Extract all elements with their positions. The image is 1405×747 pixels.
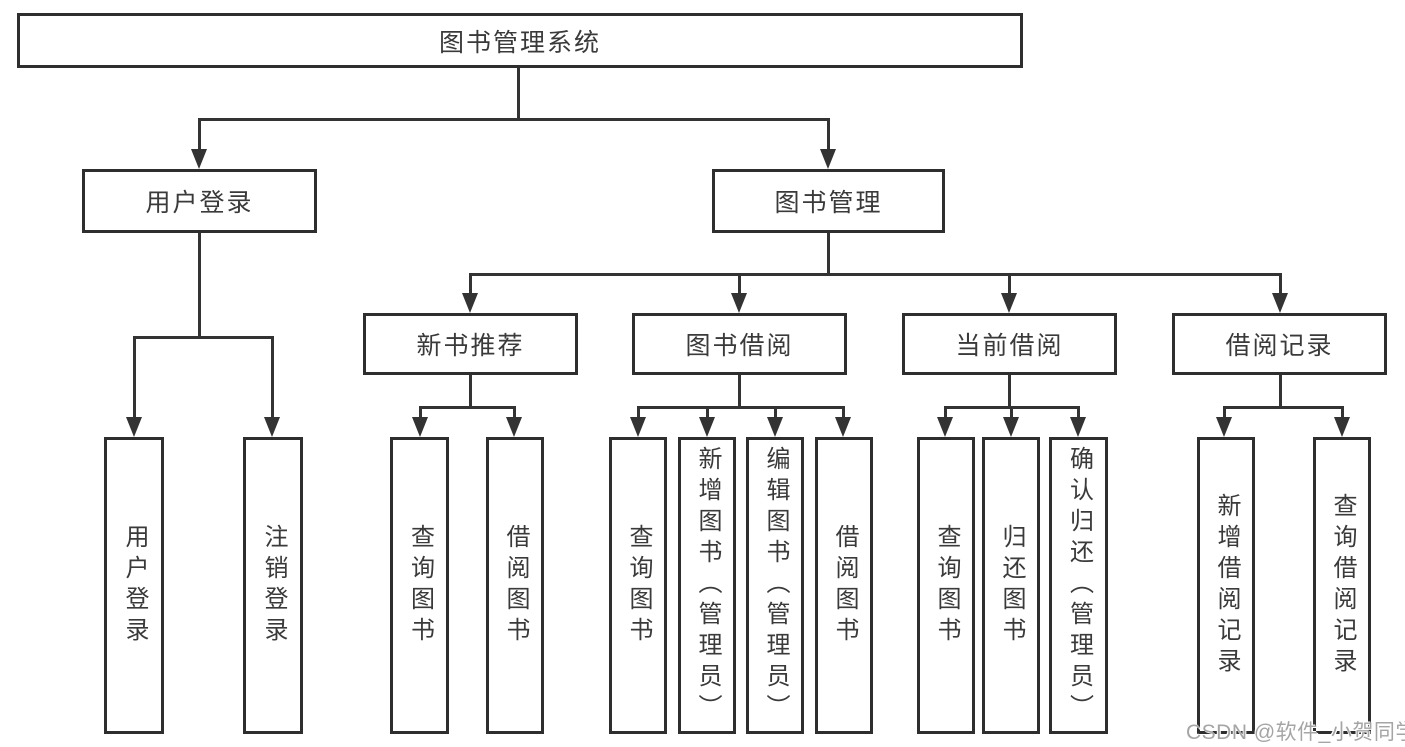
connector-mgmt-stem [827, 233, 830, 273]
leaf-query-books-1-label: 查询图书 [406, 523, 434, 648]
connector-current-stem [1008, 375, 1011, 406]
connector-login-stem [198, 233, 201, 336]
arrow-to-leaf-return-book [1003, 417, 1019, 437]
connector-borrow-branch-4 [842, 406, 845, 418]
arrow-to-book-management [820, 149, 836, 169]
connector-borrow-split [637, 406, 845, 409]
leaf-edit-book-admin-label: 编辑图书（管理员） [762, 446, 789, 725]
connector-root-stem [517, 68, 520, 118]
node-borrow-records: 借阅记录 [1172, 313, 1387, 375]
leaf-logout-label: 注销登录 [260, 523, 287, 648]
leaf-edit-book-admin: 编辑图书（管理员） [746, 437, 804, 734]
connector-records-branch-2 [1341, 406, 1344, 418]
node-current-borrow: 当前借阅 [902, 313, 1117, 375]
leaf-user-login-label: 用户登录 [121, 523, 148, 648]
leaf-add-borrow-record-label: 新增借阅记录 [1213, 492, 1240, 679]
arrow-to-leaf-logout [264, 417, 280, 437]
node-new-book-recommend-label: 新书推荐 [416, 332, 525, 360]
connector-borrow-branch-3 [774, 406, 777, 418]
node-book-borrow: 图书借阅 [632, 313, 847, 375]
connector-mgmt-split [469, 273, 1281, 276]
connector-newbook-branch-2 [513, 406, 516, 418]
node-book-borrow-label: 图书借阅 [685, 332, 794, 360]
connector-root-branch-left [198, 118, 201, 150]
leaf-return-book: 归还图书 [982, 437, 1040, 734]
arrow-to-leaf-confirm-return [1070, 417, 1086, 437]
connector-mgmt-branch-3 [1008, 273, 1011, 294]
leaf-query-books-3: 查询图书 [917, 437, 975, 734]
arrow-to-leaf-add-book [699, 417, 715, 437]
connector-newbook-branch-1 [419, 406, 422, 418]
connector-records-split [1223, 406, 1344, 409]
arrow-to-leaf-edit-book [767, 417, 783, 437]
leaf-borrow-books-2-label: 借阅图书 [831, 523, 858, 648]
connector-borrow-branch-1 [637, 406, 640, 418]
node-root-label: 图书管理系统 [438, 28, 601, 57]
leaf-query-books-1: 查询图书 [390, 437, 449, 734]
arrow-to-current-borrow [1001, 293, 1017, 313]
leaf-query-books-2: 查询图书 [609, 437, 667, 734]
leaf-query-books-2-label: 查询图书 [625, 523, 652, 648]
node-user-login-label: 用户登录 [145, 189, 254, 217]
arrow-to-user-login [191, 149, 207, 169]
leaf-logout: 注销登录 [243, 437, 303, 734]
arrow-to-leaf-borrow-books-2 [835, 417, 851, 437]
arrow-to-leaf-query-books-3 [937, 417, 953, 437]
leaf-add-borrow-record: 新增借阅记录 [1197, 437, 1255, 734]
node-borrow-records-label: 借阅记录 [1225, 332, 1334, 360]
connector-login-branch-1 [133, 336, 136, 418]
node-current-borrow-label: 当前借阅 [955, 332, 1064, 360]
leaf-confirm-return-admin-label: 确认归还（管理员） [1065, 446, 1093, 725]
connector-root-branch-right [827, 118, 830, 150]
node-book-management: 图书管理 [712, 169, 945, 233]
leaf-borrow-books-2: 借阅图书 [815, 437, 873, 734]
arrow-to-leaf-add-record [1216, 417, 1232, 437]
leaf-query-borrow-record: 查询借阅记录 [1313, 437, 1371, 734]
node-book-management-label: 图书管理 [774, 189, 883, 217]
connector-mgmt-branch-1 [469, 273, 472, 294]
connector-root-split [198, 118, 829, 121]
arrow-to-leaf-borrow-books-1 [506, 417, 522, 437]
leaf-return-book-label: 归还图书 [998, 523, 1025, 648]
connector-current-branch-1 [944, 406, 947, 418]
connector-borrow-branch-2 [706, 406, 709, 418]
leaf-user-login: 用户登录 [104, 437, 164, 734]
node-user-login: 用户登录 [82, 169, 317, 233]
leaf-query-books-3-label: 查询图书 [933, 523, 960, 648]
leaf-confirm-return-admin: 确认归还（管理员） [1049, 437, 1108, 734]
leaf-add-book-admin-label: 新增图书（管理员） [694, 446, 721, 725]
leaf-borrow-books-1: 借阅图书 [486, 437, 544, 734]
arrow-to-leaf-query-books-1 [412, 417, 428, 437]
arrow-to-leaf-query-record [1334, 417, 1350, 437]
connector-records-branch-1 [1223, 406, 1226, 418]
arrow-to-leaf-query-books-2 [630, 417, 646, 437]
connector-current-branch-3 [1077, 406, 1080, 418]
node-root: 图书管理系统 [17, 13, 1023, 68]
arrow-to-leaf-user-login [126, 417, 142, 437]
csdn-watermark: CSDN @软件_小贺同学 [1186, 721, 1405, 744]
connector-newbook-stem [469, 375, 472, 406]
arrow-to-new-book-recommend [462, 293, 478, 313]
connector-login-branch-2 [271, 336, 274, 418]
connector-login-split [133, 336, 274, 339]
connector-borrow-stem [738, 375, 741, 406]
arrow-to-borrow-records [1272, 293, 1288, 313]
connector-records-stem [1279, 375, 1282, 406]
connector-mgmt-branch-2 [738, 273, 741, 294]
leaf-borrow-books-1-label: 借阅图书 [502, 523, 529, 648]
leaf-query-borrow-record-label: 查询借阅记录 [1329, 492, 1356, 679]
arrow-to-book-borrow [731, 293, 747, 313]
leaf-add-book-admin: 新增图书（管理员） [678, 437, 736, 734]
connector-current-branch-2 [1010, 406, 1013, 418]
connector-newbook-split [419, 406, 516, 409]
connector-mgmt-branch-4 [1279, 273, 1282, 294]
node-new-book-recommend: 新书推荐 [363, 313, 578, 375]
